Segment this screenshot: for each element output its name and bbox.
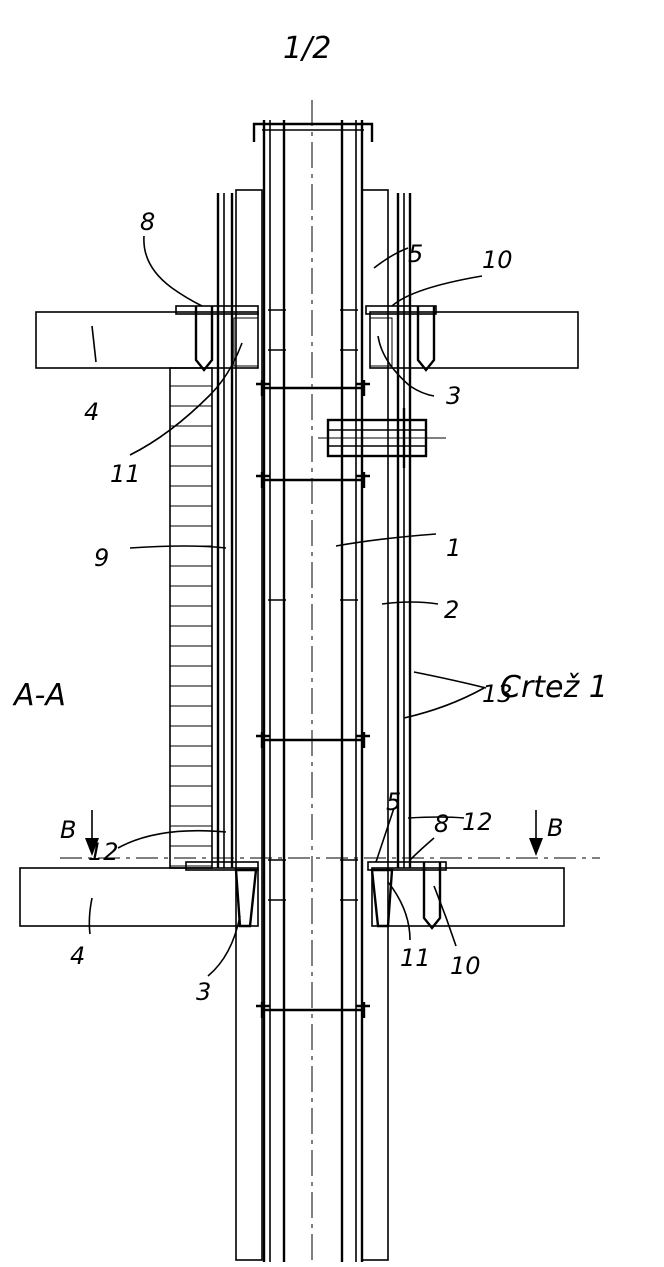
callout-13: 13: [482, 680, 513, 708]
outer-casing: [216, 193, 412, 868]
flue-pipe: [252, 120, 374, 1262]
callout-10-bottom: 10: [450, 952, 481, 980]
page-number: 1/2: [283, 31, 331, 66]
brick-wall: [169, 367, 213, 869]
callout-8-top: 8: [140, 208, 155, 236]
ceiling-slab-top: [35, 311, 579, 369]
top-cover-plates: [175, 305, 437, 372]
callout-10-top: 10: [482, 246, 513, 274]
callout-12-right: 12: [462, 808, 493, 836]
callout-4-bottom: 4: [70, 942, 85, 970]
callout-1: 1: [446, 534, 461, 562]
callout-11-bottom: 11: [400, 944, 431, 972]
callout-8-bottom: 8: [434, 810, 449, 838]
section-marker-right: B: [547, 814, 563, 842]
callout-4-top: 4: [84, 398, 99, 426]
callout-12-left: 12: [88, 838, 119, 866]
callout-9: 9: [94, 544, 109, 572]
section-marker-left: B: [60, 816, 76, 844]
callout-2: 2: [444, 596, 459, 624]
callout-5-top: 5: [408, 240, 423, 268]
pipe-joints: [256, 309, 370, 1018]
flue-branch: [318, 408, 446, 468]
callout-3-bottom: 3: [196, 978, 211, 1006]
ceiling-slab-bottom: [19, 867, 565, 927]
drawing-title: Crtež 1: [500, 670, 608, 705]
section-label: A-A: [12, 678, 66, 713]
leader-lines: [88, 235, 487, 977]
callout-3-right: 3: [446, 382, 461, 410]
callout-5-bottom: 5: [386, 788, 401, 816]
section-line-b: [60, 810, 600, 859]
callout-11-top: 11: [110, 460, 141, 488]
